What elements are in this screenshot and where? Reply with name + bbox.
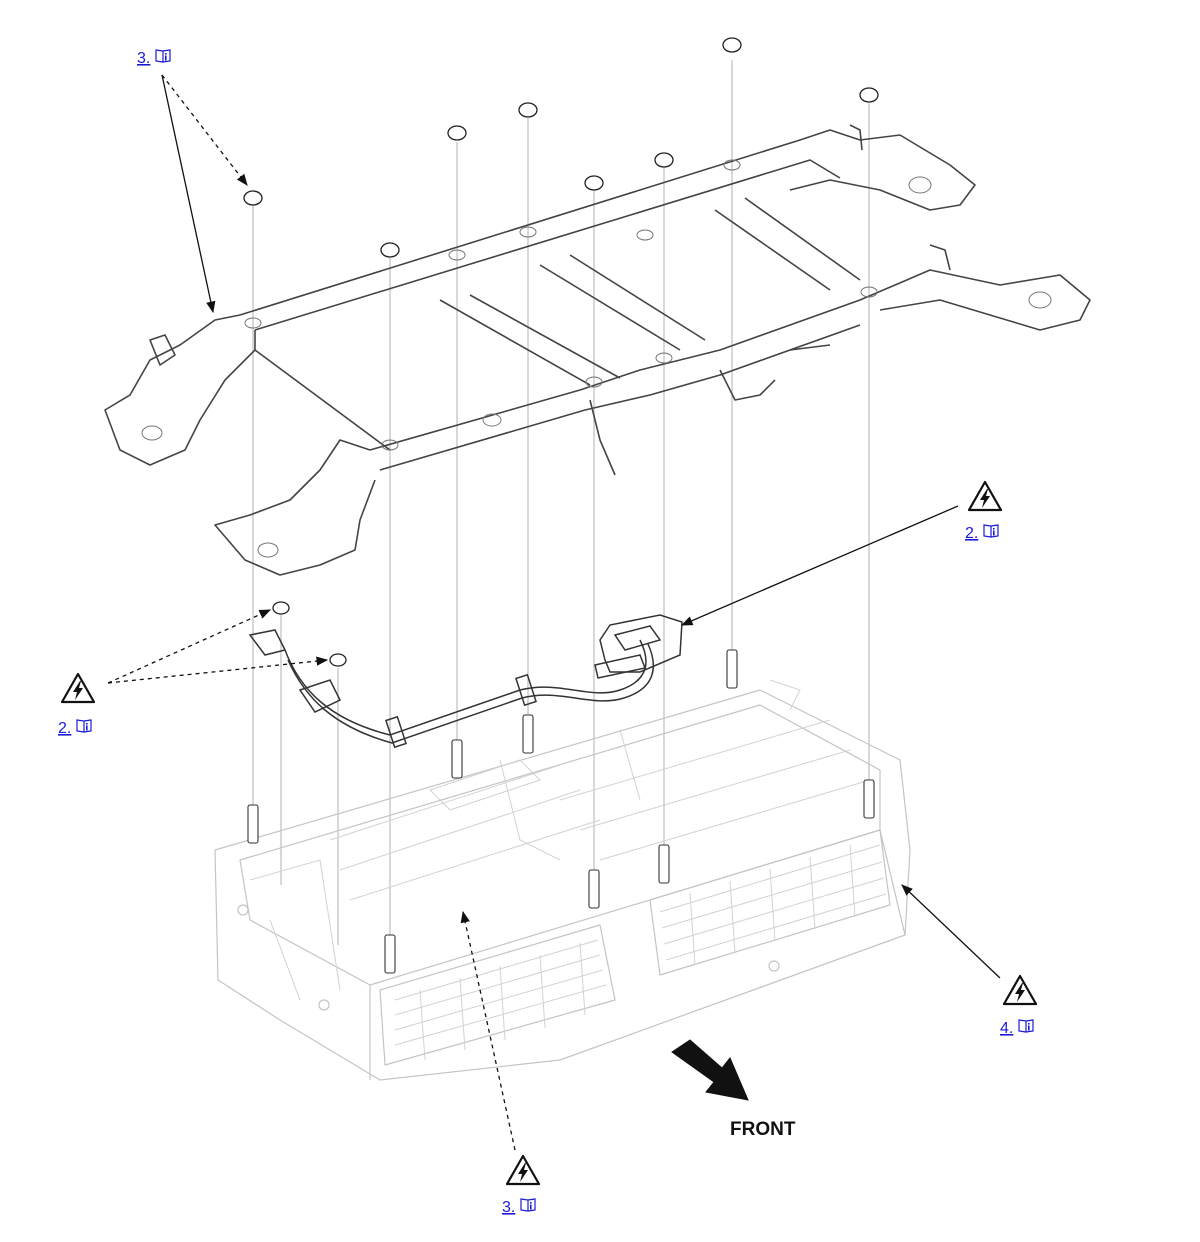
high-voltage-warning-icon [1002,974,1038,1006]
battery-subframe [104,124,1091,576]
service-manual-book-icon[interactable] [983,524,999,538]
callout-left-nuts-label[interactable]: 2. [58,720,71,737]
service-manual-book-icon[interactable] [1018,1019,1034,1033]
callout-connector-label[interactable]: 2. [965,525,978,542]
callout-pack-cover[interactable]: 3. [502,1154,541,1216]
callout-pack-cover-label[interactable]: 3. [502,1199,515,1216]
callout-connector[interactable]: 2. [965,480,1003,542]
callout-left-nuts[interactable]: 2. [58,672,96,737]
service-manual-book-icon[interactable] [76,719,92,733]
callout-pack-side[interactable]: 4. [1000,974,1038,1037]
front-label: FRONT [730,1119,796,1140]
leader-lines [107,74,1001,1151]
callout-frame-nuts-label[interactable]: 3. [137,50,150,67]
wire-harness [248,629,655,749]
high-voltage-warning-icon [60,672,96,704]
front-direction-indicator: FRONT [671,1039,796,1140]
alignment-guide-lines [252,60,870,945]
high-voltage-warning-icon [967,480,1003,512]
service-manual-book-icon[interactable] [520,1198,536,1212]
service-manual-book-icon[interactable] [155,49,171,63]
front-direction-arrow-icon [671,1039,749,1101]
battery-pack [214,679,911,1081]
callout-frame-nuts[interactable]: 3. [137,49,171,67]
callout-pack-side-label[interactable]: 4. [1000,1020,1013,1037]
high-voltage-warning-icon [505,1154,541,1186]
harness-nuts [272,601,347,667]
subframe-nuts [243,37,879,258]
hv-connector [594,614,683,679]
battery-pack-studs [247,649,875,974]
